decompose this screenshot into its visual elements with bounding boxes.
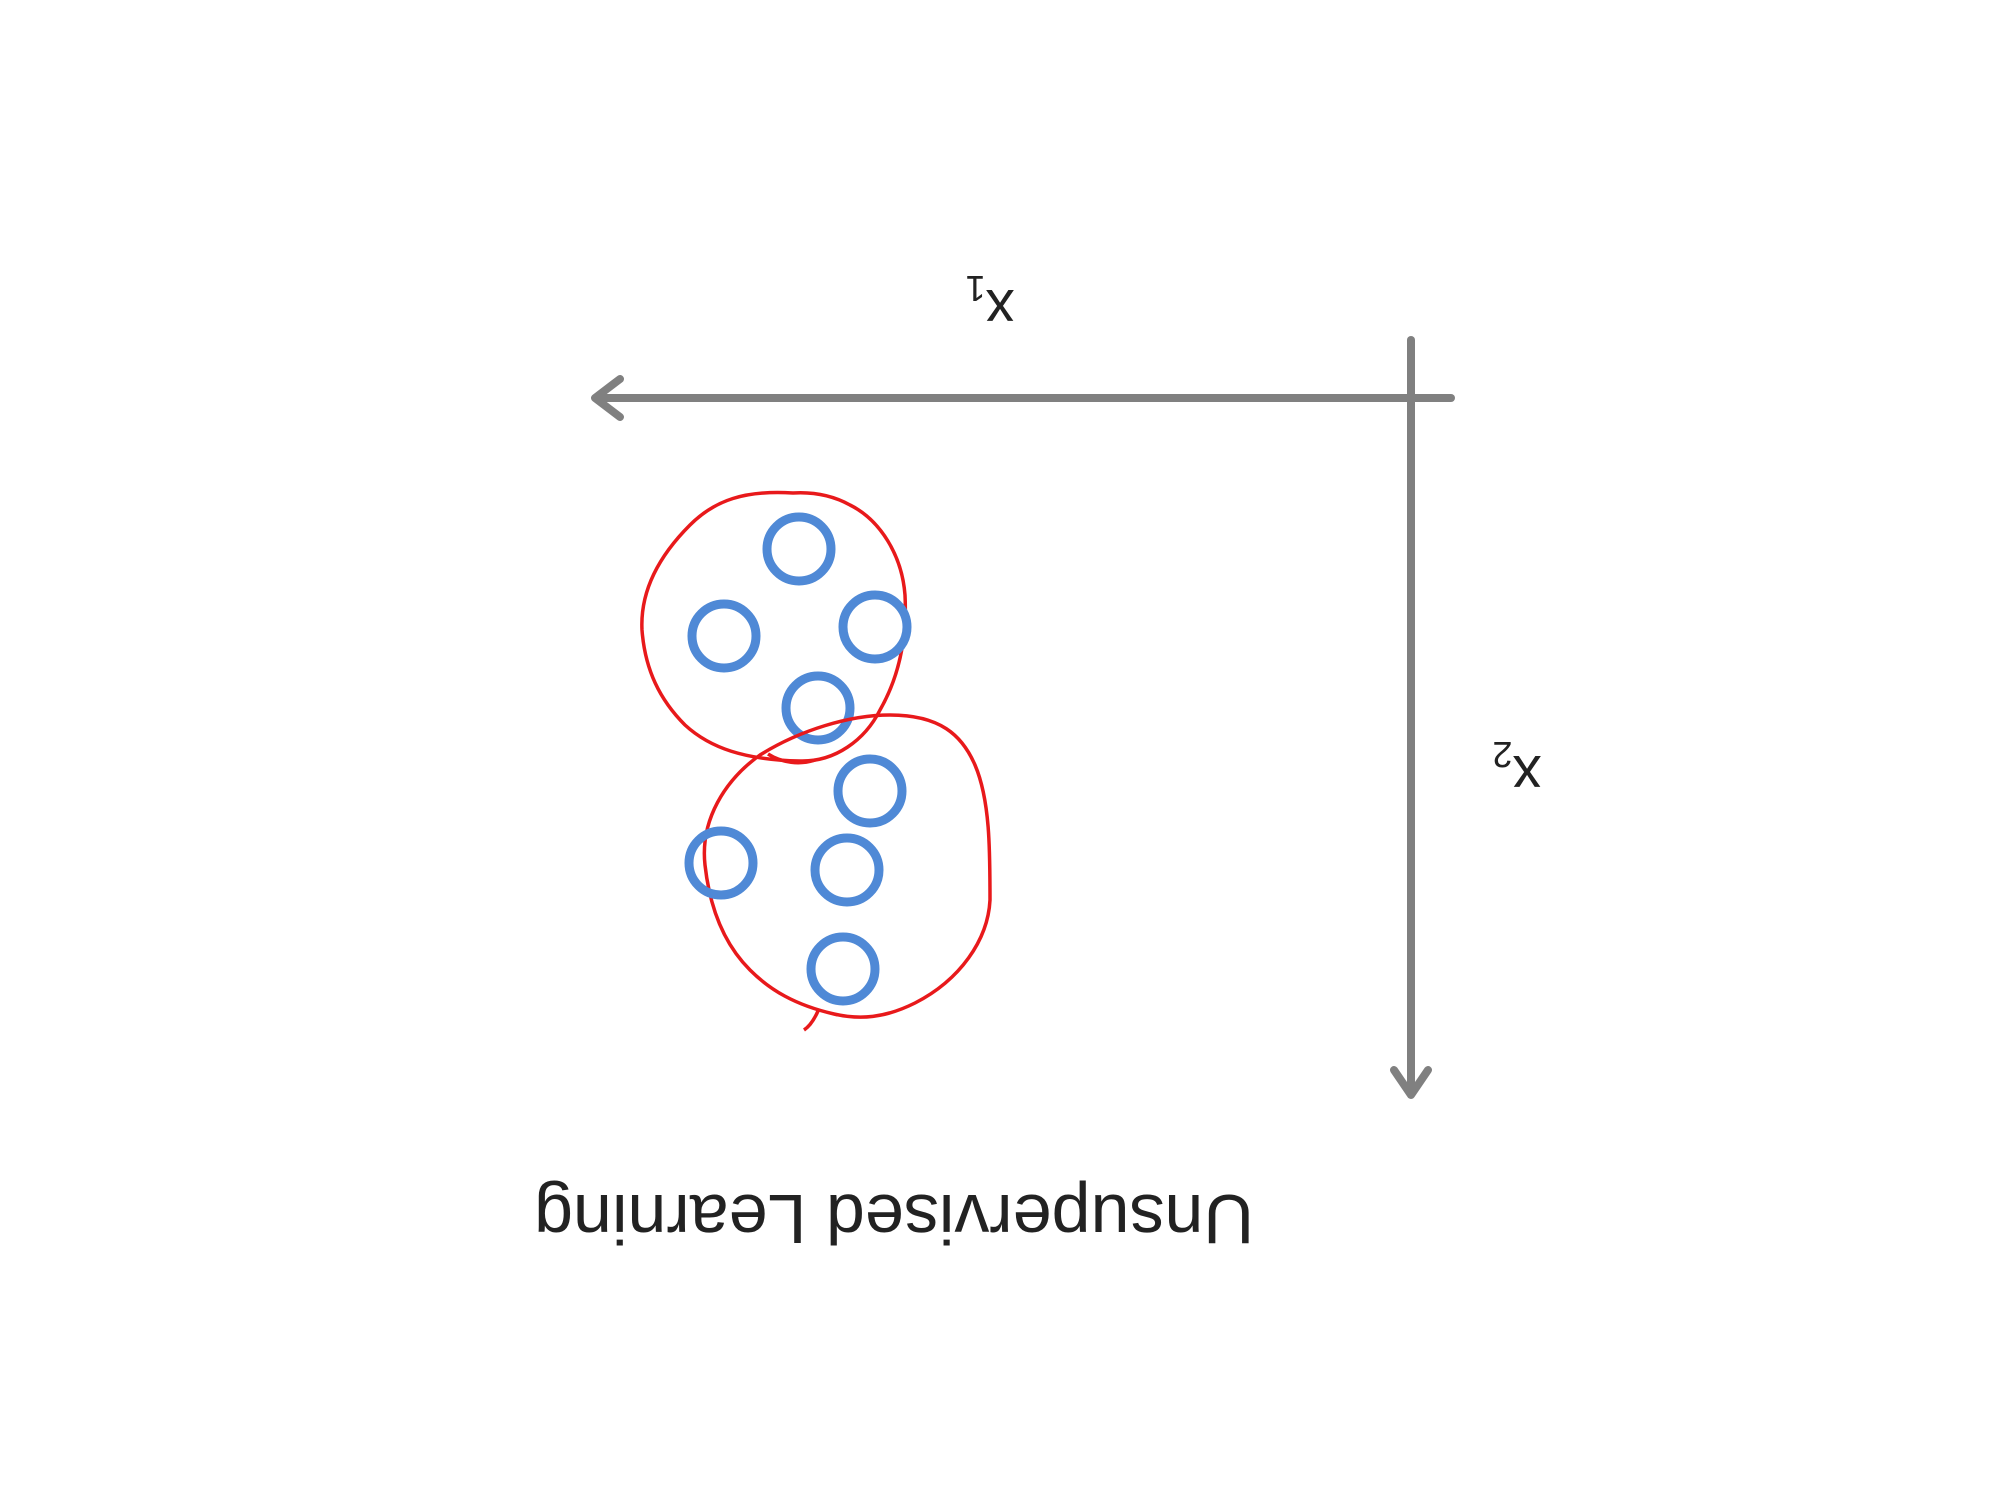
cluster-b-outline-tail [802,1010,820,1032]
x2-axis-arrowhead [1390,1066,1432,1099]
cluster-b [684,713,992,1032]
data-point [684,826,758,900]
x1-axis-arrowhead [591,375,624,421]
data-point [762,512,836,586]
slide-title: Unsupervised Learning [534,1180,1254,1258]
cluster-a-points [687,512,912,745]
x2-axis-label: x2 [1492,734,1541,808]
data-point [806,932,880,1006]
data-point [687,599,761,673]
data-point [781,671,855,745]
data-point [838,590,912,664]
axes [591,336,1455,1099]
cluster-b-points [684,754,907,1006]
cluster-b-outline [702,713,992,1019]
x1-axis-label: x1 [965,268,1014,342]
cluster-a [640,490,912,765]
data-point [833,754,907,828]
data-point [810,833,884,907]
cluster-a-outline-tail [767,752,816,765]
rotated-content: x1 x2 Unsupervised Learning [534,268,1541,1258]
